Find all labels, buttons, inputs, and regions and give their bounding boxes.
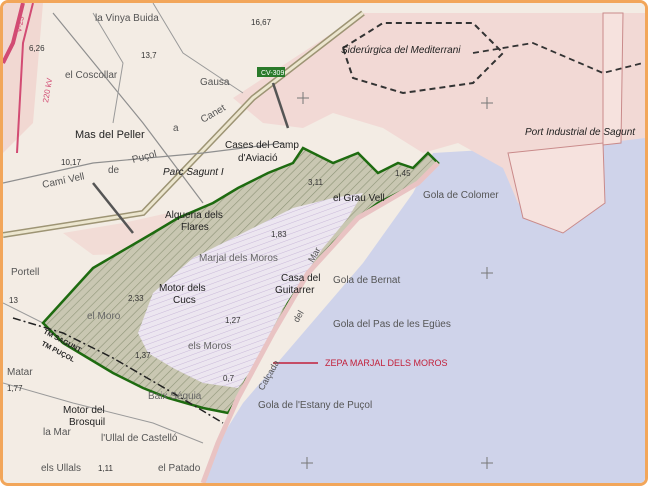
elev-e13: 1,77 bbox=[7, 384, 23, 393]
label-220kv: 220 kV bbox=[41, 77, 54, 104]
label-port-industrial: Port Industrial de Sagunt bbox=[525, 127, 636, 138]
label-matar: Matar bbox=[7, 367, 33, 378]
label-casa-guitarrer-1: Casa del bbox=[281, 273, 320, 284]
label-motor-cucs-2: Cucs bbox=[173, 295, 196, 306]
label-de: de bbox=[108, 165, 120, 176]
label-cases-camp-2: d'Aviació bbox=[238, 153, 278, 164]
elev-e1: 6,26 bbox=[29, 44, 45, 53]
label-ullal-castello: l'Ullal de Castelló bbox=[101, 433, 178, 444]
label-cases-camp-1: Cases del Camp bbox=[225, 140, 299, 151]
label-parc-sagunt: Parc Sagunt I bbox=[163, 167, 224, 178]
coastline bbox=[200, 161, 440, 483]
label-motor-cucs-1: Motor dels bbox=[159, 283, 206, 294]
municipal-boundary bbox=[12, 317, 224, 424]
label-road-cv: CV-309 bbox=[261, 70, 284, 77]
elev-e6: 1,45 bbox=[395, 169, 411, 178]
label-la-mar: la Mar bbox=[43, 427, 71, 438]
label-la-vinya-buida: la Vinya Buida bbox=[95, 13, 159, 24]
siderurgica-boundary bbox=[341, 22, 505, 95]
road-badge-cv bbox=[257, 67, 285, 77]
label-el-patado: el Patado bbox=[158, 463, 201, 474]
elev-e3: 16,67 bbox=[251, 18, 272, 27]
label-el-coscollar: el Coscollar bbox=[65, 70, 118, 81]
port-pier bbox=[602, 12, 624, 146]
elev-e8: 2,33 bbox=[128, 294, 144, 303]
label-els-moros: els Moros bbox=[188, 341, 231, 352]
label-gola-estany: Gola de l'Estany de Puçol bbox=[258, 400, 372, 411]
label-grau-vell: el Grau Vell bbox=[333, 193, 385, 204]
grid-crosses bbox=[297, 92, 493, 469]
label-baix-sequia: Baix Séquia bbox=[148, 391, 202, 402]
elev-e14: 1,11 bbox=[98, 464, 114, 473]
label-marjal: Marjal dels Moros bbox=[199, 253, 278, 264]
label-gola-colomer: Gola de Colomer bbox=[423, 190, 499, 201]
label-alqueria-2: Flares bbox=[181, 222, 209, 233]
elev-e12: 13 bbox=[9, 296, 18, 305]
label-els-ullals: els Ullals bbox=[41, 463, 81, 474]
label-el-moro: el Moro bbox=[87, 311, 121, 322]
elev-e4: 10,17 bbox=[61, 158, 82, 167]
label-v23: V-23 bbox=[14, 15, 26, 33]
label-alqueria-1: Alqueria dels bbox=[165, 210, 223, 221]
label-motor-brosquil-1: Motor del bbox=[63, 405, 105, 416]
elev-e5: 3,11 bbox=[308, 178, 324, 187]
elev-e11: 0,7 bbox=[223, 374, 235, 383]
label-casa-guitarrer-2: Guitarrer bbox=[275, 285, 315, 296]
elev-e2: 13,7 bbox=[141, 51, 157, 60]
port-docks bbox=[507, 142, 606, 234]
label-gola-bernat: Gola de Bernat bbox=[333, 275, 400, 286]
map-canvas: la Vinya Buida el Coscollar Gausa Mas de… bbox=[3, 3, 645, 483]
elev-e7: 1,83 bbox=[271, 230, 287, 239]
elev-e10: 1,37 bbox=[135, 351, 151, 360]
label-a: a bbox=[173, 123, 179, 134]
label-motor-brosquil-2: Brosquil bbox=[69, 417, 105, 428]
v23-road bbox=[3, 3, 25, 64]
marsh-area bbox=[138, 193, 363, 388]
label-gausa: Gausa bbox=[200, 77, 230, 88]
label-portell: Portell bbox=[11, 267, 39, 278]
label-gola-pas: Gola del Pas de les Egües bbox=[333, 319, 451, 330]
elev-e9: 1,27 bbox=[225, 316, 241, 325]
label-mas-del-peller: Mas del Peller bbox=[75, 129, 145, 141]
label-zepa: ZEPA MARJAL DELS MOROS bbox=[325, 358, 448, 368]
label-siderurgica: Siderúrgica del Mediterrani bbox=[341, 45, 461, 56]
power-line bbox=[92, 182, 134, 234]
